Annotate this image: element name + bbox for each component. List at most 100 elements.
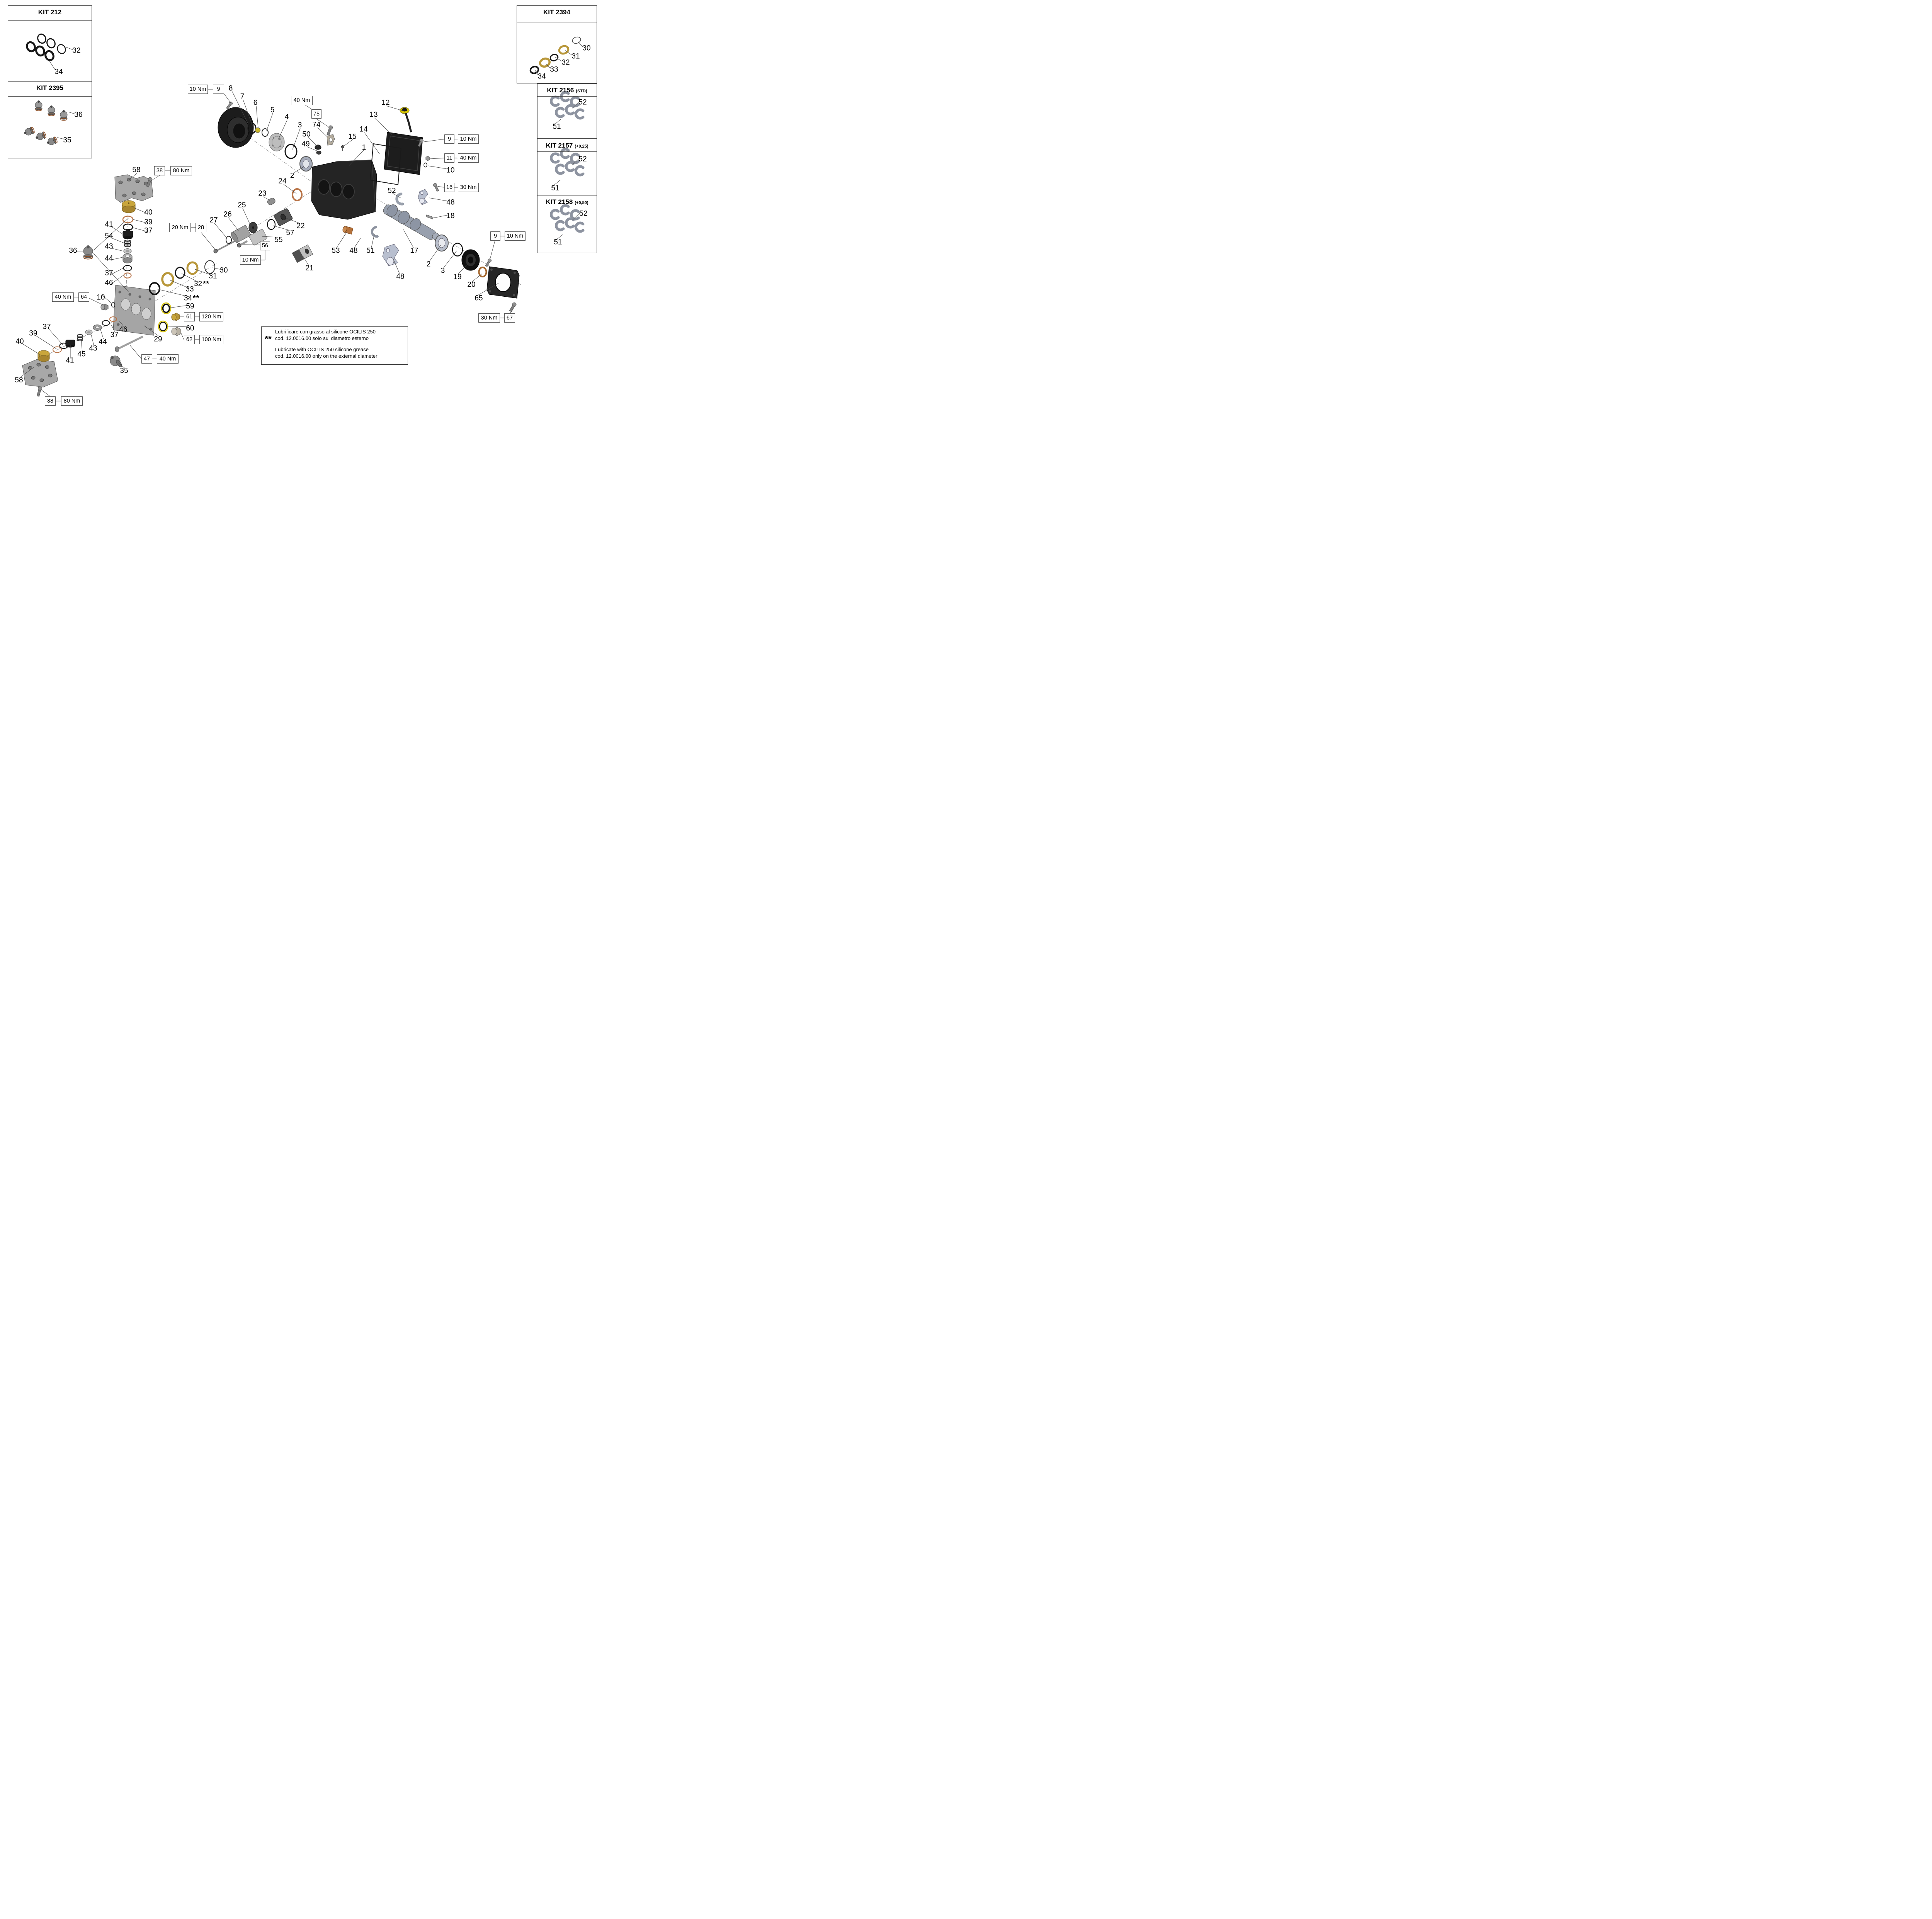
- torque-38-80nm-bot-box: 80 Nm: [61, 396, 83, 406]
- washer-27: [226, 236, 232, 244]
- oring-10-right: [423, 162, 427, 168]
- torque-10nm-56-box: 10 Nm: [240, 255, 261, 265]
- part-label-48: 48: [349, 246, 358, 255]
- part-label-32: 32: [72, 46, 81, 55]
- part-label-27: 27: [209, 216, 218, 224]
- part-label-52: 52: [578, 155, 587, 163]
- kit-2158-box: KIT 2158(+0,50): [537, 195, 597, 253]
- part-label-43: 43: [105, 242, 113, 251]
- part-label-51: 51: [553, 122, 561, 131]
- kit-2158-variant: (+0,50): [575, 201, 588, 205]
- part-label-5: 5: [270, 106, 275, 114]
- part-label-30: 30: [219, 266, 228, 275]
- part-label-40: 40: [15, 337, 24, 346]
- grease-note-marker: **: [203, 280, 209, 288]
- nut-11: [425, 156, 430, 161]
- part-label-2: 2: [290, 172, 294, 180]
- torque-9-10nm-flange-box: 10 Nm: [505, 231, 526, 241]
- torque-20nm-28-box: 20 Nm: [169, 223, 191, 232]
- oring-37-lower: [123, 265, 132, 272]
- torque-38-80nm-top-box: 38: [154, 166, 165, 175]
- bushing-44: [122, 253, 133, 263]
- torque-9-10nm-flange-box: 9: [490, 231, 500, 241]
- copper-ring-46-lower: [109, 316, 117, 322]
- part-label-60: 60: [186, 324, 194, 333]
- torque-9-10nm-right-box: 10 Nm: [458, 134, 479, 144]
- screw-75-icon: [327, 125, 333, 136]
- part-label-37: 37: [144, 226, 153, 235]
- part-label-49: 49: [301, 140, 310, 148]
- torque-38-80nm-top-box: 80 Nm: [170, 166, 192, 175]
- conrod-48-lower: [382, 244, 399, 266]
- part-label-26: 26: [223, 210, 232, 219]
- conrod-48-upper: [418, 189, 429, 205]
- part-label-8: 8: [228, 84, 233, 93]
- piston-22: [274, 208, 293, 226]
- disc-43-lower: [85, 330, 93, 335]
- part-label-32: 32: [561, 58, 570, 67]
- kit-2156-box: KIT 2156(STD): [537, 83, 597, 139]
- part-label-46: 46: [105, 279, 113, 287]
- kit-2156-title: KIT 2156(STD): [537, 84, 597, 97]
- spring-45: [77, 334, 83, 341]
- part-label-34: 34: [537, 72, 546, 81]
- part-label-51: 51: [551, 184, 560, 192]
- screw-9-icon: [226, 102, 233, 110]
- part-label-31: 31: [571, 52, 580, 61]
- part-label-65: 65: [474, 294, 483, 303]
- part-label-52: 52: [579, 209, 588, 218]
- callout-56-box: 56: [260, 241, 270, 250]
- kit-2395-box: KIT 2395: [8, 81, 92, 158]
- part-label-15: 15: [348, 133, 357, 141]
- part-label-41: 41: [105, 220, 113, 229]
- part-label-39: 39: [144, 218, 153, 226]
- part-label-44: 44: [105, 254, 113, 263]
- torque-40nm-64-box: 40 Nm: [52, 292, 74, 302]
- torque-40nm-75-box: 40 Nm: [291, 96, 313, 105]
- part-label-34: 34: [54, 68, 63, 76]
- part-label-35: 35: [63, 136, 71, 144]
- screw-38-lower-icon: [36, 386, 43, 397]
- part-label-24: 24: [278, 177, 287, 185]
- part-label-4: 4: [284, 113, 289, 121]
- part-label-58: 58: [132, 166, 141, 174]
- oring-3: [284, 144, 298, 159]
- valve-cover-plate-58: [114, 174, 153, 203]
- copper-ring-24: [292, 188, 303, 201]
- cap-50: [315, 144, 321, 150]
- seal-59: [161, 302, 172, 314]
- screw-28: [216, 240, 237, 252]
- kit-2157-variant: (+0,25): [575, 144, 588, 149]
- kit-2157-art: [550, 148, 585, 177]
- kit-2395-art: [24, 100, 68, 145]
- part-label-45: 45: [77, 350, 86, 359]
- part-label-12: 12: [381, 99, 390, 107]
- screw-16-icon: [433, 183, 439, 192]
- snap-ring-5: [262, 128, 269, 137]
- screw-67-icon: [509, 302, 517, 312]
- part-label-14: 14: [359, 125, 368, 134]
- disc-43: [123, 248, 132, 254]
- torque-30nm-67-box: 30 Nm: [478, 313, 500, 323]
- part-label-53: 53: [332, 246, 340, 255]
- part-label-13: 13: [369, 110, 378, 119]
- piston-assembly: [213, 188, 313, 263]
- torque-38-80nm-bot-box: 38: [45, 396, 56, 406]
- plug-49: [316, 151, 321, 155]
- note-english-line1: Lubricate with OCILIS 250 silicone greas…: [275, 346, 369, 352]
- torque-40nm-64-box: 64: [78, 292, 89, 302]
- screw-9-right-icon: [418, 139, 423, 147]
- screw-56-icon: [237, 243, 242, 248]
- part-label-2: 2: [426, 260, 431, 269]
- valve-column-upper: [83, 174, 153, 279]
- note-italian-line1: Lubrificare con grasso al silicone OCILI…: [275, 329, 376, 335]
- note-text: Lubrificare con grasso al silicone OCILI…: [275, 329, 378, 362]
- seal-34: [149, 282, 160, 295]
- part-label-33: 33: [185, 285, 194, 294]
- shell-52-main: [395, 192, 404, 206]
- part-label-25: 25: [238, 201, 246, 209]
- part-label-29: 29: [154, 335, 162, 343]
- oring-57: [267, 219, 276, 230]
- part-label-22: 22: [296, 222, 305, 230]
